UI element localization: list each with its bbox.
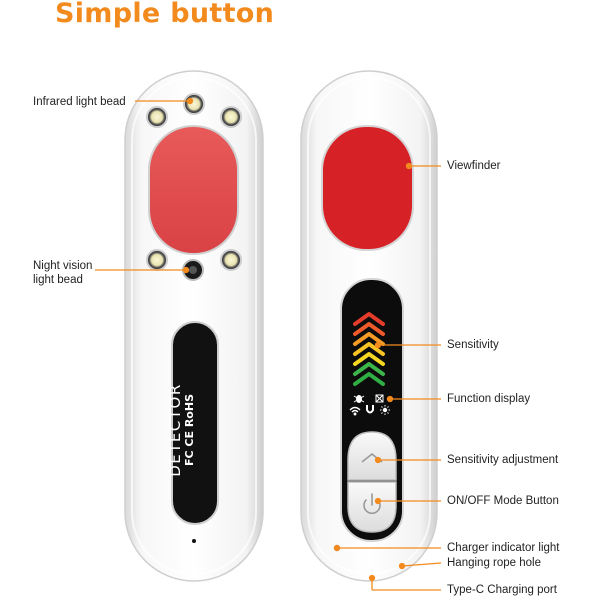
viewfinder-lens-left [148,125,239,255]
label-infrared: Infrared light bead [33,96,126,108]
device-right [300,70,438,582]
sensitivity-adjust-button[interactable] [347,431,397,481]
certification-text: FC CE RoHS [183,394,196,466]
power-icon [363,493,381,515]
function-icons [349,394,390,416]
charger-indicator-left [192,539,196,543]
leader-lines [95,97,442,591]
viewfinder-lens-right [321,125,414,251]
detector-vertical-text: DETECTOR FC CE RoHS [166,335,200,525]
grid-icon [375,394,384,403]
label-night-vision-1: Night vision [33,260,93,272]
onoff-mode-button[interactable] [347,481,397,533]
label-onoff: ON/OFF Mode Button [447,495,559,507]
label-typec: Type-C Charging port [447,584,557,596]
bug-icon [353,395,365,403]
magnet-icon [366,405,374,414]
sensitivity-indicator [353,312,385,386]
label-sensitivity: Sensitivity [447,339,499,351]
device-left [124,70,264,582]
wifi-icon [349,406,361,416]
label-night-vision-2: light bead [33,274,83,286]
label-rope-hole: Hanging rope hole [447,557,541,569]
label-viewfinder: Viewfinder [447,160,501,172]
sun-icon [380,405,390,415]
infrared-bead-icon [146,93,242,271]
detector-plate [171,321,219,525]
label-sensitivity-adjustment: Sensitivity adjustment [447,454,559,466]
label-charger-light: Charger indicator light [447,542,560,554]
detector-text: DETECTOR [166,383,184,477]
label-function-display: Function display [447,393,531,405]
page-title: Simple button [55,0,275,29]
